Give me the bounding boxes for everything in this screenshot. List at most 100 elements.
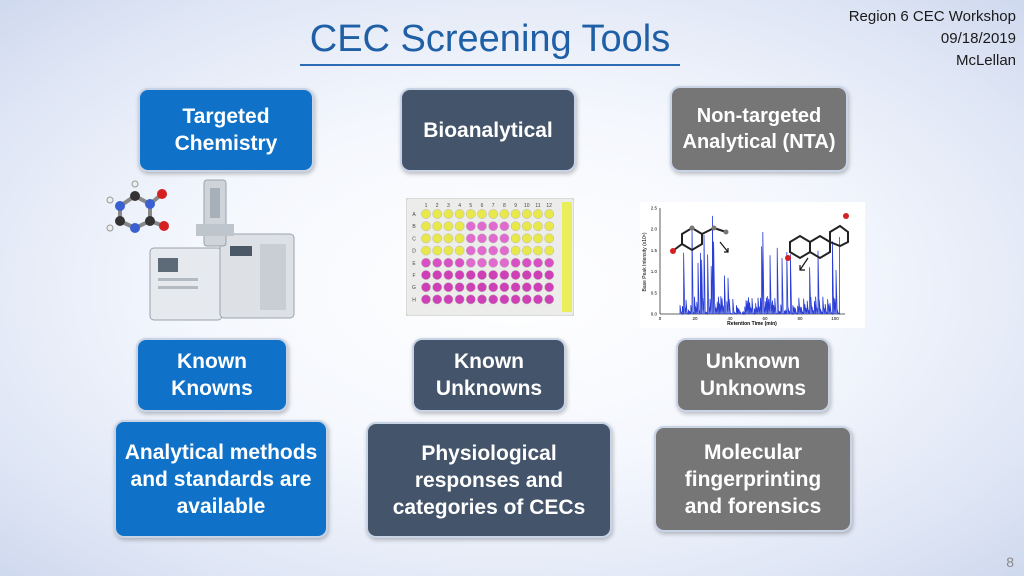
analytical-methods-text: Analytical methods and standards are ava… <box>124 440 318 518</box>
plate-well <box>432 221 443 232</box>
plate-well <box>465 257 476 268</box>
plate-well <box>477 221 487 232</box>
plate-well <box>521 233 532 244</box>
plate-well <box>544 294 555 305</box>
plate-well <box>432 257 443 268</box>
plate-well <box>421 257 431 268</box>
plate-well <box>443 282 454 293</box>
slide-meta: Region 6 CEC Workshop 09/18/2019 McLella… <box>816 6 1016 72</box>
workshop-date: 09/18/2019 <box>940 30 1016 47</box>
plate-well <box>488 257 499 268</box>
plate-well <box>421 245 431 256</box>
plate-column-label: 4 <box>458 203 461 209</box>
unknown-unknowns-label: Unknown Unknowns <box>699 350 807 400</box>
plate-well <box>477 257 487 268</box>
plate-well <box>477 233 487 244</box>
plate-well <box>465 282 476 293</box>
instrument-icon <box>149 179 295 321</box>
plate-well <box>521 257 532 268</box>
plate-row-label: H <box>412 297 416 303</box>
plate-well <box>421 209 431 219</box>
plate-row-label: A <box>412 212 416 218</box>
plate-well <box>499 294 510 305</box>
plate-well <box>465 233 476 244</box>
plate-well <box>454 245 465 256</box>
molecular-fingerprinting-text: Molecular fingerprinting and forensics <box>684 440 822 518</box>
plate-well <box>454 282 465 293</box>
plate-well <box>544 257 555 268</box>
targeted-chemistry-label: Targeted Chemistry <box>174 105 278 155</box>
plate-well <box>454 233 465 244</box>
plate-well <box>488 270 499 280</box>
plate-well <box>510 294 521 305</box>
plate-well <box>521 221 532 232</box>
plate-well <box>477 270 487 280</box>
plate-well <box>477 245 487 256</box>
plate-well <box>533 221 543 232</box>
chromatogram-y-tick: 2.0 <box>651 227 658 232</box>
chromatogram-y-tick: 2.5 <box>651 206 658 211</box>
plate-well <box>533 282 543 293</box>
author-name: McLellan <box>955 52 1016 69</box>
plate-well <box>454 209 465 219</box>
chromatogram-x-axis-label: Retention Time (min) <box>727 321 777 327</box>
plate-well <box>499 270 510 280</box>
plate-row-label: B <box>412 224 416 230</box>
bioanalytical-label: Bioanalytical <box>423 118 553 142</box>
chromatogram-y-axis-label: Base Peak Intensity (x10⁶) <box>642 232 648 291</box>
plate-well <box>477 282 487 293</box>
plate-well <box>432 270 443 280</box>
molecule-model-icon <box>106 180 169 233</box>
plate-well <box>432 282 443 293</box>
plate-well <box>533 209 543 219</box>
plate-well <box>488 294 499 305</box>
plate-row-label: F <box>412 273 415 279</box>
physiological-responses-text: Physiological responses and categories o… <box>392 441 586 519</box>
plate-well <box>544 233 555 244</box>
chromatogram-x-tick: 0 <box>659 316 662 321</box>
plate-column-label: 12 <box>546 203 552 209</box>
plate-well <box>499 282 510 293</box>
non-targeted-label: Non-targeted Analytical (NTA) <box>682 105 836 153</box>
plate-well <box>454 257 465 268</box>
chromatogram-x-tick: 100 <box>831 316 839 321</box>
plate-well <box>465 209 476 219</box>
chromatogram-x-tick: 40 <box>727 316 733 321</box>
chromatogram-y-tick: 0.5 <box>651 290 658 295</box>
plate-well <box>521 245 532 256</box>
plate-well <box>443 221 454 232</box>
plate-well <box>544 282 555 293</box>
plate-well <box>499 209 510 219</box>
arrow-icon <box>719 241 809 271</box>
plate-well <box>465 294 476 305</box>
non-targeted-box: Non-targeted Analytical (NTA) <box>670 86 848 172</box>
chromatogram-y-tick: 1.5 <box>651 248 658 253</box>
plate-well <box>432 245 443 256</box>
known-unknowns-box: Known Unknowns <box>412 338 566 412</box>
plate-well <box>510 233 521 244</box>
plate-well <box>544 245 555 256</box>
plate-well <box>421 270 431 280</box>
plate-well <box>488 209 499 219</box>
plate-row-label: G <box>412 285 416 291</box>
plate-well <box>443 233 454 244</box>
chromatogram-y-tick: 1.0 <box>651 269 658 274</box>
plate-well <box>488 245 499 256</box>
mass-spectrometer-image <box>106 179 295 321</box>
plate-well <box>454 294 465 305</box>
plate-well <box>521 294 532 305</box>
plate-well <box>533 294 543 305</box>
workshop-name: Region 6 CEC Workshop <box>848 8 1016 25</box>
plate-well <box>510 245 521 256</box>
plate-well <box>488 282 499 293</box>
targeted-chemistry-box: Targeted Chemistry <box>138 88 314 172</box>
plate-well <box>499 221 510 232</box>
plate-well <box>533 257 543 268</box>
physiological-responses-box: Physiological responses and categories o… <box>366 422 612 538</box>
plate-well <box>499 245 510 256</box>
chromatogram-y-tick: 0.0 <box>651 312 658 317</box>
plate-well <box>544 209 555 219</box>
plate-well <box>510 221 521 232</box>
plate-well <box>544 270 555 280</box>
chromatogram-x-tick: 20 <box>692 316 698 321</box>
